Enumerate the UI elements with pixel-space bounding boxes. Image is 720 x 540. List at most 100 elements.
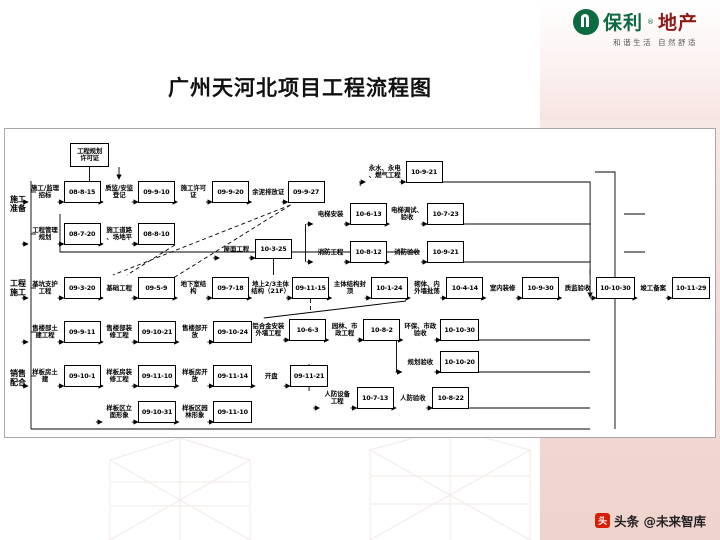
flow-node-n70: 09-10-31 <box>137 401 177 423</box>
flow-node-label: 10-10-30 <box>600 283 631 292</box>
flow-node-label: 10-7-23 <box>432 209 459 218</box>
logo-brand-cn2: 地产 <box>657 12 698 34</box>
flow-node-n2: 08-8-15 <box>63 181 101 203</box>
flow-node-label: 竣工备案 <box>640 283 666 292</box>
flow-node-n67: 开盘 <box>255 365 288 387</box>
flow-node-n46: 10-8-2 <box>363 319 401 341</box>
flow-node-label: 基坑支护工程 <box>32 280 58 295</box>
flow-node-n25: 砌体、内外墙批荡 <box>410 277 444 299</box>
flow-node-n66: 09-11-14 <box>213 365 252 387</box>
flow-node-n71: 样板区园林形象 <box>179 401 212 423</box>
flow-node-n58: 09-10-21 <box>137 321 177 343</box>
flow-node-n27: 室内装修 <box>486 277 520 299</box>
flow-node-label: 10-10-30 <box>444 325 475 334</box>
flow-node-label: 10-4-14 <box>451 283 478 292</box>
phase-prep: 施工准备 <box>10 195 26 214</box>
flow-node-label: 09-3-20 <box>69 283 96 292</box>
flow-node-n6: 09-9-20 <box>211 181 249 203</box>
flow-node-label: 室内装修 <box>489 283 516 292</box>
logo-row: 保利 ® 地产 <box>572 8 698 35</box>
flow-node-n21: 地上2/3主体结构（21F） <box>251 277 290 299</box>
flow-node-label: 09-9-27 <box>293 187 320 196</box>
flow-node-n42: 10-9-21 <box>427 241 465 263</box>
flow-node-n34: 10-9-21 <box>405 161 443 183</box>
flow-node-label: 10-8-22 <box>437 393 464 402</box>
source-watermark: 头 头条 @未来智库 <box>595 511 706 530</box>
flow-node-n22: 09-11-15 <box>292 277 330 299</box>
flow-node-label: 10-8-12 <box>355 247 382 256</box>
flow-node-n64: 09-11-10 <box>137 365 177 387</box>
flow-node-n9: 工程管理规划 <box>29 223 62 245</box>
flow-node-n8: 09-9-27 <box>287 181 325 203</box>
flow-node-label: 电梯安装 <box>317 209 344 218</box>
flow-node-n19: 地下室结构 <box>177 277 210 299</box>
flow-node-label: 09-10-21 <box>141 327 173 336</box>
flow-node-label: 质监/安监登记 <box>105 184 134 199</box>
flow-node-n39: 消防工程 <box>314 241 348 263</box>
flow-node-label: 屋面工程 <box>223 244 250 253</box>
flow-node-n31: 竣工备案 <box>637 277 670 299</box>
flow-node-n57: 售楼部装修工程 <box>103 321 136 343</box>
flow-node-label: 售楼部开放 <box>182 324 208 339</box>
flow-node-n38: 10-7-23 <box>427 203 465 225</box>
flow-node-label: 09-9-20 <box>217 187 244 196</box>
flow-node-n48: 10-10-30 <box>440 319 479 341</box>
flow-node-n47: 环保、市政验收 <box>403 319 439 341</box>
flow-node-label: 地下室结构 <box>180 280 207 295</box>
flow-node-label: 售楼部装修工程 <box>106 324 132 339</box>
flow-node-label: 样板房开放 <box>182 368 208 383</box>
flow-node-label: 售楼部土建工程 <box>32 324 58 339</box>
flow-node-label: 质监验收 <box>564 283 591 292</box>
phase-construction: 工程施工 <box>10 279 26 298</box>
flow-node-n44: 10-6-3 <box>289 319 327 341</box>
flow-node-n26: 10-4-14 <box>446 277 484 299</box>
flow-node-n36: 10-6-13 <box>349 203 387 225</box>
flow-node-n3: 质监/安监登记 <box>103 181 136 203</box>
flow-node-n65: 样板房开放 <box>179 365 212 387</box>
flow-node-label: 主体结构封顶 <box>333 280 366 295</box>
flow-node-label: 10-1-24 <box>376 283 403 292</box>
flow-node-label: 09-10-24 <box>217 327 248 336</box>
flow-node-label: 规划验收 <box>407 357 434 366</box>
decorative-pink-fade <box>540 0 720 120</box>
poly-mark-icon <box>572 8 599 35</box>
flow-node-label: 砌体、内外墙批荡 <box>414 280 440 295</box>
flow-node-n1: 施工/监理招标 <box>29 181 62 203</box>
flow-node-n49: 规划验收 <box>403 351 439 373</box>
flow-node-n23: 主体结构封顶 <box>331 277 368 299</box>
flow-node-label: 10-9-21 <box>410 167 438 176</box>
flow-node-label: 永水、永电、燃气工程 <box>368 164 401 179</box>
flow-node-n16: 09-3-20 <box>63 277 101 299</box>
flow-node-label: 样板房装修工程 <box>106 368 132 383</box>
flow-node-label: 消防验收 <box>394 247 420 256</box>
flow-node-n28: 10-9-30 <box>521 277 560 299</box>
page-title: 广州天河北项目工程流程图 <box>168 76 432 100</box>
flow-node-n37: 电梯调试、验收 <box>389 203 425 225</box>
flow-node-n17: 基础工程 <box>103 277 136 299</box>
flow-node-n13: 屋面工程 <box>220 239 253 259</box>
flow-node-label: 10-7-13 <box>362 393 389 402</box>
source-label: 头条 @未来智库 <box>614 514 706 529</box>
flow-node-label: 10-10-20 <box>444 357 475 366</box>
flow-node-n56: 09-9-11 <box>63 321 101 343</box>
flow-node-n72: 09-11-10 <box>213 401 252 423</box>
flow-node-label: 09-11-21 <box>293 371 325 380</box>
flow-node-label: 施工许可证 <box>180 184 207 199</box>
flow-node-n69: 样板区立面形象 <box>103 401 136 423</box>
company-logo: 保利 ® 地产 和谐生活 自然舒适 <box>572 8 698 48</box>
phase-sales: 销售配合 <box>10 369 26 388</box>
flow-node-n30: 10-10-30 <box>596 277 635 299</box>
flow-node-label: 消防工程 <box>317 247 344 256</box>
flow-node-n52: 10-7-13 <box>356 387 394 409</box>
flow-node-n62: 09-10-1 <box>63 365 101 387</box>
flow-node-n15: 基坑支护工程 <box>29 277 62 299</box>
flow-node-label: 09-11-15 <box>295 283 326 292</box>
flow-node-label: 09-11-10 <box>141 371 173 380</box>
flow-node-n51: 人防设备工程 <box>320 387 354 409</box>
flow-node-n29: 质监验收 <box>561 277 594 299</box>
flow-node-n20: 09-7-18 <box>211 277 249 299</box>
flow-node-label: 08-8-10 <box>143 229 170 238</box>
flow-node-n63: 样板房装修工程 <box>103 365 136 387</box>
flow-node-n60: 09-10-24 <box>213 321 252 343</box>
flow-node-label: 工程规划许可证 <box>77 147 102 162</box>
